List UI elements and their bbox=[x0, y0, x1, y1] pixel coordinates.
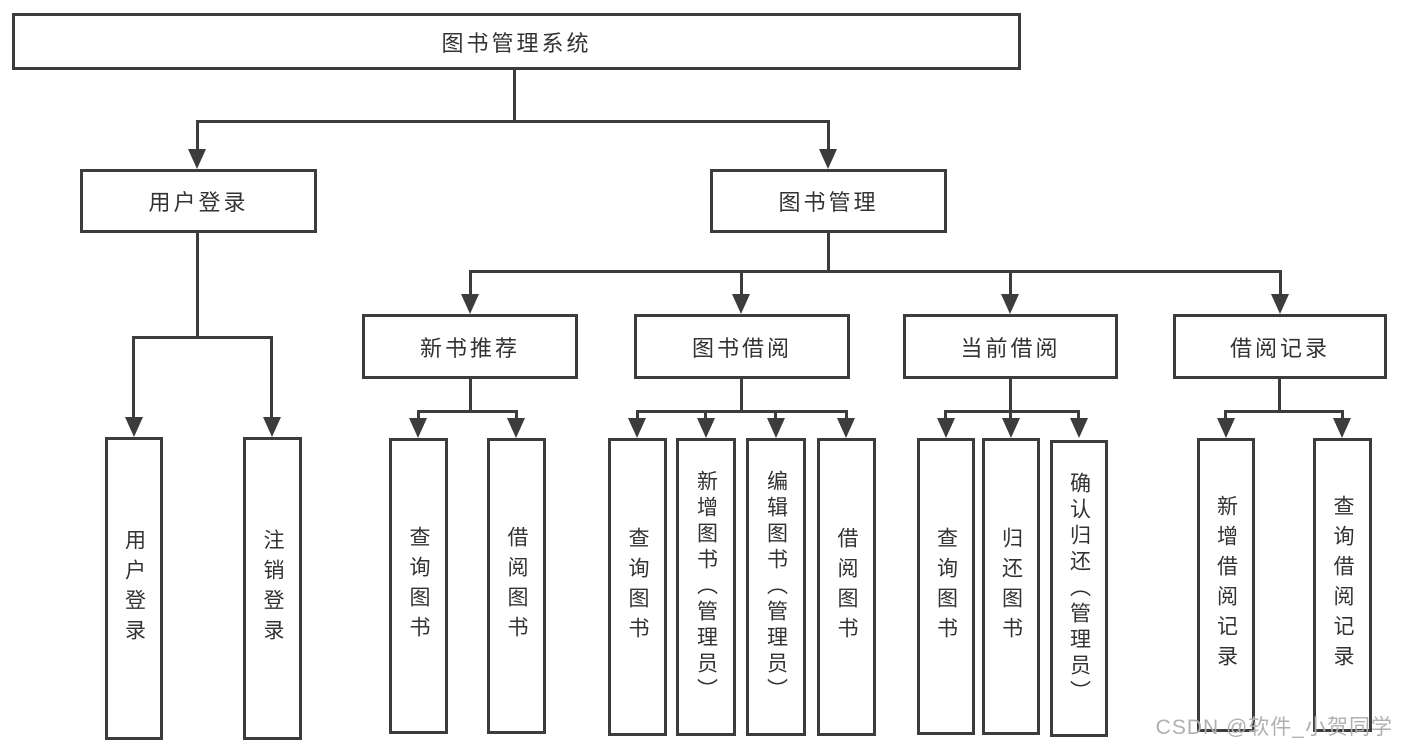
node-bb-borrow-books: 借阅图书 bbox=[817, 438, 876, 736]
connector-vline bbox=[196, 233, 199, 339]
arrow-down-icon bbox=[507, 418, 525, 438]
node-label: 查询图书 bbox=[407, 526, 430, 646]
connector-vline bbox=[1077, 410, 1080, 420]
connector-vline bbox=[740, 379, 743, 412]
connector-vline bbox=[827, 233, 830, 273]
connector-hline bbox=[196, 120, 830, 123]
node-label: 新增借阅记录 bbox=[1214, 495, 1238, 675]
node-logout: 注销登录 bbox=[243, 437, 302, 740]
arrow-down-icon bbox=[837, 418, 855, 438]
connector-hline bbox=[1224, 410, 1344, 413]
arrow-down-icon bbox=[1070, 418, 1088, 438]
arrow-down-icon bbox=[1271, 294, 1289, 314]
node-label: 借阅图书 bbox=[835, 527, 858, 647]
connector-vline bbox=[740, 270, 743, 296]
node-label: 归还图书 bbox=[999, 526, 1023, 647]
node-cb-return-books: 归还图书 bbox=[982, 438, 1040, 735]
arrow-down-icon bbox=[819, 149, 837, 169]
connector-vline bbox=[469, 379, 472, 412]
node-book-borrow: 图书借阅 bbox=[634, 314, 850, 379]
node-library-system: 图书管理系统 bbox=[12, 13, 1021, 70]
node-label: 借阅图书 bbox=[505, 526, 528, 646]
connector-vline bbox=[469, 270, 472, 296]
node-nb-borrow-books: 借阅图书 bbox=[487, 438, 546, 734]
connector-vline bbox=[1009, 379, 1012, 412]
connector-vline bbox=[1009, 410, 1012, 420]
node-new-book-recommend: 新书推荐 bbox=[362, 314, 578, 379]
arrow-down-icon bbox=[263, 417, 281, 437]
arrow-down-icon bbox=[1002, 418, 1020, 438]
node-bb-query-books: 查询图书 bbox=[608, 438, 667, 736]
node-label: 注销登录 bbox=[261, 528, 284, 649]
node-br-query-record: 查询借阅记录 bbox=[1313, 438, 1372, 732]
connector-vline bbox=[636, 410, 639, 420]
arrow-down-icon bbox=[188, 149, 206, 169]
node-label: 查询借阅记录 bbox=[1331, 495, 1354, 675]
connector-hline bbox=[944, 410, 1080, 413]
node-label: 图书借阅 bbox=[691, 335, 792, 361]
connector-vline bbox=[827, 120, 830, 151]
node-bb-add-books-admin: 新增图书（管理员） bbox=[676, 438, 736, 736]
arrow-down-icon bbox=[732, 294, 750, 314]
node-label: 当前借阅 bbox=[960, 335, 1061, 361]
arrow-down-icon bbox=[767, 418, 785, 438]
connector-vline bbox=[1341, 410, 1344, 420]
connector-hline bbox=[417, 410, 518, 413]
arrow-down-icon bbox=[1001, 294, 1019, 314]
connector-hline bbox=[132, 336, 273, 339]
connector-vline bbox=[1009, 270, 1012, 296]
node-user-login: 用户登录 bbox=[80, 169, 317, 233]
connector-vline bbox=[1224, 410, 1227, 420]
arrow-down-icon bbox=[125, 417, 143, 437]
node-cb-confirm-return-admin: 确认归还（管理员） bbox=[1050, 440, 1108, 737]
connector-vline bbox=[515, 410, 518, 420]
node-label: 新书推荐 bbox=[419, 335, 520, 361]
connector-hline bbox=[636, 410, 848, 413]
node-label: 查询图书 bbox=[934, 526, 958, 647]
node-br-add-record: 新增借阅记录 bbox=[1197, 438, 1255, 732]
node-label: 确认归还（管理员） bbox=[1067, 471, 1091, 706]
node-book-management: 图书管理 bbox=[710, 169, 947, 233]
connector-vline bbox=[944, 410, 947, 420]
connector-vline bbox=[270, 336, 273, 418]
arrow-down-icon bbox=[628, 418, 646, 438]
arrow-down-icon bbox=[1217, 418, 1235, 438]
node-label: 查询图书 bbox=[626, 527, 649, 647]
node-cb-query-books: 查询图书 bbox=[917, 438, 975, 735]
node-label: 图书管理 bbox=[778, 190, 879, 215]
connector-vline bbox=[513, 67, 516, 122]
connector-vline bbox=[196, 120, 199, 151]
connector-vline bbox=[1278, 379, 1281, 412]
node-nb-query-books: 查询图书 bbox=[389, 438, 448, 734]
connector-vline bbox=[845, 410, 848, 420]
connector-vline bbox=[1279, 270, 1282, 296]
node-label: 借阅记录 bbox=[1229, 335, 1330, 361]
connector-vline bbox=[417, 410, 420, 420]
node-label: 图书管理系统 bbox=[441, 30, 592, 56]
node-label: 用户登录 bbox=[148, 190, 249, 215]
arrow-down-icon bbox=[461, 294, 479, 314]
arrow-down-icon bbox=[409, 418, 427, 438]
csdn-watermark: CSDN @软件_小贺同学 bbox=[1155, 716, 1393, 739]
arrow-down-icon bbox=[1333, 418, 1351, 438]
node-bb-edit-books-admin: 编辑图书（管理员） bbox=[746, 438, 806, 736]
arrow-down-icon bbox=[937, 418, 955, 438]
connector-vline bbox=[704, 410, 707, 420]
connector-vline bbox=[774, 410, 777, 420]
node-current-borrow: 当前借阅 bbox=[903, 314, 1118, 379]
node-user-login-leaf: 用户登录 bbox=[105, 437, 163, 740]
connector-hline bbox=[469, 270, 1282, 273]
connector-vline bbox=[132, 336, 135, 418]
node-borrow-record: 借阅记录 bbox=[1173, 314, 1387, 379]
node-label: 编辑图书（管理员） bbox=[764, 470, 788, 704]
node-label: 新增图书（管理员） bbox=[694, 470, 718, 704]
node-label: 用户登录 bbox=[122, 528, 146, 649]
arrow-down-icon bbox=[697, 418, 715, 438]
